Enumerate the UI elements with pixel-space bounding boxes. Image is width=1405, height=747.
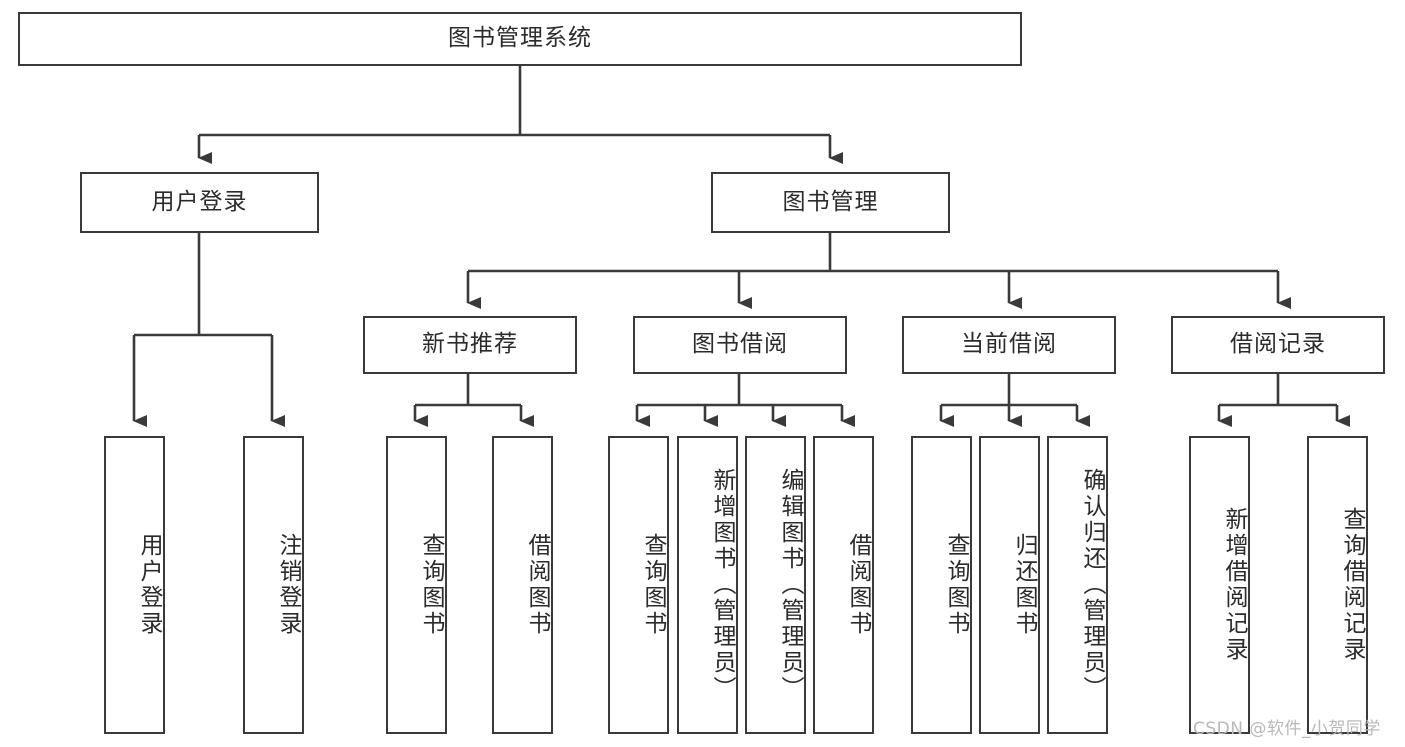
leaf-borrow-book-2-label: 借阅图书: [845, 533, 871, 637]
leaf-query-record[interactable]: 查询借阅记录: [1307, 436, 1368, 734]
node-current-borrow[interactable]: 当前借阅: [902, 316, 1116, 374]
leaf-user-login-label: 用户登录: [136, 533, 162, 637]
leaf-add-record[interactable]: 新增借阅记录: [1189, 436, 1250, 734]
node-book-manage[interactable]: 图书管理: [711, 172, 950, 233]
csdn-watermark: CSDN @软件_小贺同学: [1193, 719, 1381, 739]
leaf-borrow-book-2[interactable]: 借阅图书: [813, 436, 874, 734]
leaf-query-book-2-label: 查询图书: [640, 533, 666, 637]
leaf-add-record-label: 新增借阅记录: [1221, 507, 1247, 663]
node-book-borrow-label: 图书借阅: [692, 331, 788, 358]
leaf-borrow-book-1-label: 借阅图书: [524, 533, 550, 637]
leaf-return-book[interactable]: 归还图书: [979, 436, 1040, 734]
leaf-edit-book-label: 编辑图书（管理员）: [777, 468, 803, 702]
leaf-query-book-2[interactable]: 查询图书: [608, 436, 669, 734]
leaf-return-book-label: 归还图书: [1011, 533, 1037, 637]
node-borrow-record[interactable]: 借阅记录: [1171, 316, 1385, 374]
leaf-borrow-book-1[interactable]: 借阅图书: [492, 436, 553, 734]
leaf-query-book-1-label: 查询图书: [418, 533, 444, 637]
node-root-label: 图书管理系统: [448, 25, 592, 52]
node-borrow-record-label: 借阅记录: [1230, 331, 1326, 358]
leaf-query-book-1[interactable]: 查询图书: [386, 436, 447, 734]
leaf-logout-login[interactable]: 注销登录: [243, 436, 304, 734]
node-root[interactable]: 图书管理系统: [18, 12, 1022, 66]
leaf-query-book-3[interactable]: 查询图书: [911, 436, 972, 734]
leaf-add-book-label: 新增图书（管理员）: [709, 468, 735, 702]
leaf-logout-login-label: 注销登录: [275, 533, 301, 637]
leaf-edit-book[interactable]: 编辑图书（管理员）: [745, 436, 806, 734]
leaf-user-login[interactable]: 用户登录: [104, 436, 165, 734]
leaf-query-book-3-label: 查询图书: [943, 533, 969, 637]
node-new-book-recommend[interactable]: 新书推荐: [363, 316, 577, 374]
node-current-borrow-label: 当前借阅: [961, 331, 1057, 358]
node-user-login-label: 用户登录: [151, 188, 248, 215]
leaf-confirm-return[interactable]: 确认归还（管理员）: [1047, 436, 1108, 734]
node-book-manage-label: 图书管理: [782, 188, 879, 215]
leaf-query-record-label: 查询借阅记录: [1339, 507, 1365, 663]
node-new-book-recommend-label: 新书推荐: [422, 331, 518, 358]
node-user-login[interactable]: 用户登录: [80, 172, 319, 233]
node-book-borrow[interactable]: 图书借阅: [633, 316, 847, 374]
leaf-confirm-return-label: 确认归还（管理员）: [1079, 468, 1105, 702]
leaf-add-book[interactable]: 新增图书（管理员）: [677, 436, 738, 734]
